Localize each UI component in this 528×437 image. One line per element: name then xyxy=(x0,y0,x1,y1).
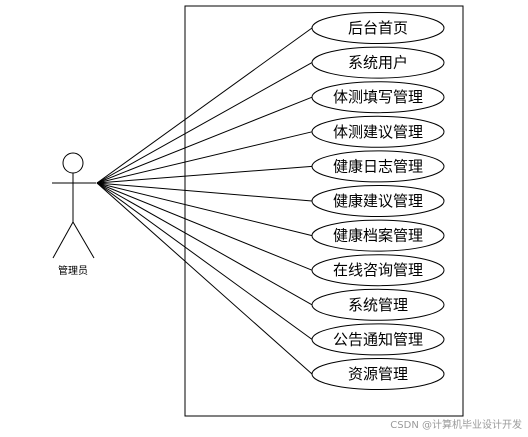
use-case-label: 系统管理 xyxy=(348,296,408,314)
association-line xyxy=(96,131,313,184)
use-case-ellipse xyxy=(311,150,445,183)
use-case: 公告通知管理 xyxy=(311,323,445,356)
association-line xyxy=(96,182,313,375)
use-case-label: 体测填写管理 xyxy=(333,88,423,106)
use-case-ellipse xyxy=(311,115,445,148)
association-line xyxy=(96,96,313,184)
actor-label: 管理员 xyxy=(58,264,88,277)
association-line xyxy=(96,62,313,184)
use-case: 健康建议管理 xyxy=(311,185,445,217)
system-boundary xyxy=(184,5,464,417)
use-case: 在线咨询管理 xyxy=(311,254,445,287)
use-case-label: 健康建议管理 xyxy=(333,192,423,210)
use-case-ellipse xyxy=(311,219,445,252)
actor-figure xyxy=(52,152,96,259)
use-case-label: 在线咨询管理 xyxy=(333,261,423,279)
use-case: 系统管理 xyxy=(311,288,445,321)
association-line xyxy=(96,165,313,184)
use-case-ellipse xyxy=(311,254,445,287)
actor-head xyxy=(62,152,84,174)
association-line xyxy=(96,182,313,306)
actor-left-leg xyxy=(52,221,74,259)
use-case-ellipse xyxy=(311,46,445,79)
use-case: 资源管理 xyxy=(311,358,445,390)
use-case-ellipse xyxy=(311,323,445,356)
use-case-label: 健康日志管理 xyxy=(333,157,423,175)
association-line xyxy=(96,182,313,340)
use-case: 系统用户 xyxy=(311,46,445,79)
use-case-label: 公告通知管理 xyxy=(333,330,423,348)
use-case-ellipse xyxy=(311,358,445,390)
use-case: 健康档案管理 xyxy=(311,219,445,252)
association-line xyxy=(96,182,313,271)
use-case-ellipse xyxy=(311,12,445,44)
use-case-label: 体测建议管理 xyxy=(333,123,423,141)
actor-right-leg xyxy=(72,221,95,259)
use-case: 健康日志管理 xyxy=(311,150,445,183)
use-case-group: 后台首页系统用户体测填写管理体测建议管理健康日志管理健康建议管理健康档案管理在线… xyxy=(311,12,445,390)
use-case: 后台首页 xyxy=(311,12,445,44)
use-case-label: 健康档案管理 xyxy=(333,227,423,245)
use-case-ellipse xyxy=(311,288,445,321)
use-case: 体测建议管理 xyxy=(311,115,445,148)
use-case: 体测填写管理 xyxy=(311,81,445,114)
association-lines xyxy=(96,27,313,375)
use-case-label: 后台首页 xyxy=(348,19,408,37)
use-case-label: 系统用户 xyxy=(348,54,408,72)
association-line xyxy=(96,27,313,184)
watermark: CSDN @计算机毕业设计开发 xyxy=(390,420,522,431)
association-line xyxy=(96,182,313,237)
association-line xyxy=(96,182,313,202)
use-case-label: 资源管理 xyxy=(348,365,408,383)
use-case-ellipse xyxy=(311,81,445,114)
use-case-ellipse xyxy=(311,185,445,217)
